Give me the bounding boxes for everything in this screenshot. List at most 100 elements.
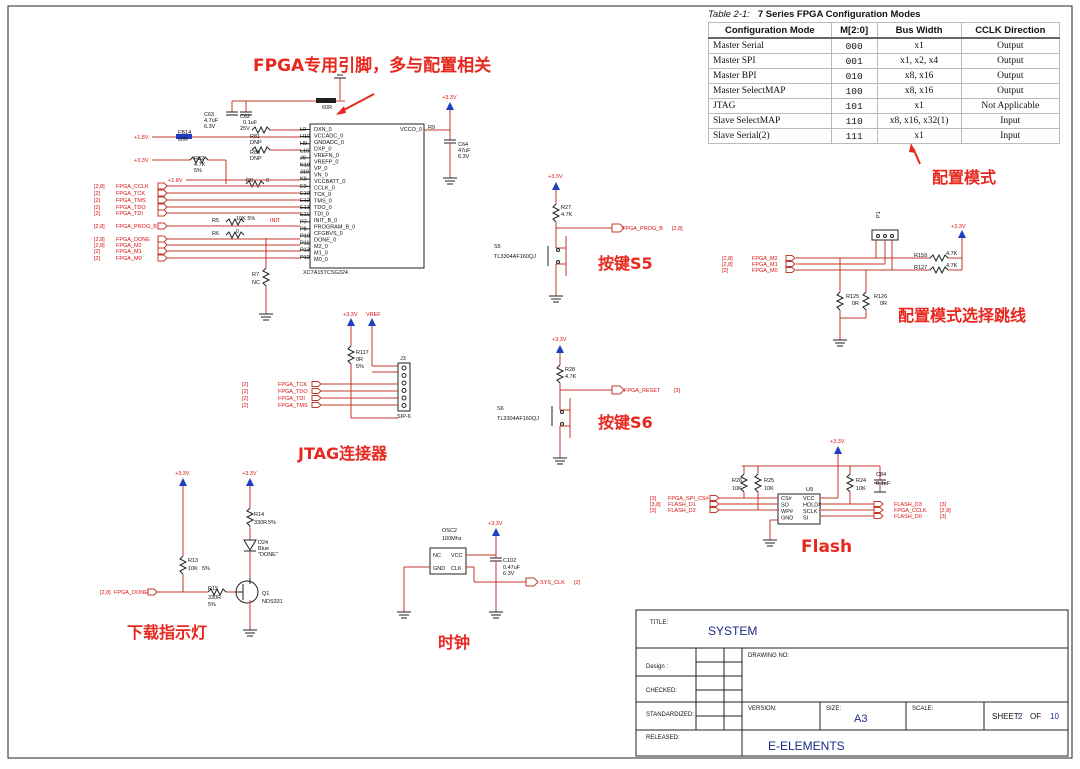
power-arrow-icon <box>834 446 842 454</box>
net-port-icon <box>785 267 796 273</box>
s6-reset-ref: [3] <box>674 388 681 394</box>
caption-prefix: Table 2-1: <box>708 9 750 20</box>
config-table-cell: Slave Serial(2) <box>708 128 832 144</box>
rail-1v8-label-b: +1.8V <box>168 178 183 184</box>
osc-pin-vcc: VCC <box>451 553 463 559</box>
r6-value: 0 <box>236 229 239 235</box>
r125-label: R125 <box>846 294 859 300</box>
power-arrow-icon <box>368 318 376 326</box>
jtag-net-ref: [2] <box>242 382 249 388</box>
net-port-icon <box>157 203 168 211</box>
r159-value: 4.7K <box>946 251 958 257</box>
c64-value: 47uF <box>458 148 471 154</box>
fpga-net-ref: [2] <box>94 191 101 197</box>
fpga-pin-number: L9 <box>300 127 306 133</box>
r13-value: 10K <box>188 566 198 572</box>
fpga-pin-name: M0_0 <box>314 257 328 263</box>
flash-chip-u9 <box>777 493 821 525</box>
rail-3v3-label-s6: +3.3V <box>552 337 567 343</box>
config-table-cell: x1 <box>876 37 962 54</box>
jumper-net-ref: [2] <box>722 268 729 274</box>
c64-rating: 6.3V <box>458 154 470 160</box>
sys-clk-net: SYS_CLK <box>540 580 565 586</box>
r117-tolerance: 5% <box>356 364 364 370</box>
r117-label: R117 <box>356 350 369 356</box>
net-port-icon <box>157 241 168 249</box>
title-value: SYSTEM <box>708 624 757 638</box>
flash-net-ref: [3] <box>650 508 657 514</box>
s6-reset-net: FPGA_RESET <box>624 388 661 394</box>
fpga-net-ref: [2,8] <box>94 184 105 190</box>
config-table-cell: Output <box>960 68 1061 84</box>
config-table-cell: 111 <box>830 128 878 144</box>
fpga-pin-number: P11 <box>300 241 309 247</box>
s5-prog-net: FPGA_PROG_B <box>622 226 663 232</box>
fpga-net-name: FPGA_TMS <box>116 198 146 204</box>
fpga-pin-number: H9 <box>300 141 307 147</box>
led-done-net: FPGA_DONE <box>114 590 148 596</box>
fpga-pin-number: P8 <box>300 226 307 232</box>
fpga-vcco-label: VCCO_0 <box>400 127 422 133</box>
fpga-net-name: FPGA_TDI <box>116 211 143 217</box>
c64-label: C64 <box>458 142 468 148</box>
released-label: RELEASED: <box>646 735 680 741</box>
vref-label: VREF <box>366 312 381 318</box>
osc-pin-gnd: GND <box>433 566 445 572</box>
flash-net-ref: [3,8] <box>650 502 661 508</box>
flash-circuit: +3.3V R26 10K R25 10K R24 10K C84 0.1uF … <box>650 439 951 547</box>
sheet-border <box>7 5 1073 759</box>
flash-net-ref: [3] <box>940 502 947 508</box>
osc2-frequency: 100Mhz <box>442 536 462 542</box>
fpga-net-name: FPGA_M1 <box>116 249 142 255</box>
fpga-pin-name: M2_0 <box>314 244 328 250</box>
done-led-circuit: +3.3V R13 10K 5% [2,8] FPGA_DONE R15 330… <box>100 471 283 637</box>
caption-title: 7 Series FPGA Configuration Modes <box>757 9 921 20</box>
fpga-pin-name: DONE_0 <box>314 238 336 244</box>
annotation-clock: 时钟 <box>438 633 470 652</box>
jtag-net-name: FPGA_TDO <box>278 389 308 395</box>
net-port-icon <box>611 223 625 233</box>
config-table-cell: Master Serial <box>708 37 832 54</box>
net-port-icon <box>157 254 168 262</box>
jtag-net-ref: [2] <box>242 403 249 409</box>
osc2-label: OSC2 <box>442 528 457 534</box>
fpga-pin-name: VREFP_0 <box>314 160 338 166</box>
sheet-label: SHEET: <box>992 712 1020 721</box>
r27-label: R27 <box>561 205 571 211</box>
r25-label: R25 <box>764 478 774 484</box>
net-port-icon <box>873 501 884 507</box>
arrowhead-fpga-icon <box>336 106 346 115</box>
jumper-net-name: FPGA_M2 <box>752 256 778 262</box>
config-table-cell: Master BPI <box>708 68 832 84</box>
jtag-net-name: FPGA_TDI <box>278 396 305 402</box>
jtag-net-ref: [2] <box>242 389 249 395</box>
fpga-pin-name: VP_0 <box>314 166 327 172</box>
power-arrow-icon <box>347 318 355 326</box>
net-port-icon <box>157 222 168 230</box>
r26-label: R26 <box>732 478 742 484</box>
r5-value: 10K 5% <box>236 216 255 222</box>
fpga-pin-number: P10 <box>300 234 310 240</box>
s5-label: S5 <box>494 244 501 250</box>
annotation-arrow-fpga <box>339 93 375 113</box>
fpga-pin-name: PROGRAM_B_0 <box>314 225 355 231</box>
rail-1v8-label-a: +1.8V <box>134 135 149 141</box>
d24-name: "DONE" <box>258 552 278 558</box>
config-table-header-cell: M[2:0] <box>830 22 878 39</box>
u9-pin-left: CS# <box>781 496 793 502</box>
r126-label: R126 <box>874 294 887 300</box>
net-port-icon <box>311 381 322 387</box>
c84-value: 0.1uF <box>876 481 891 487</box>
sys-clk-ref: [2] <box>574 580 581 586</box>
config-table-cell: Input <box>960 128 1061 144</box>
fb15-label: FB15 <box>322 99 335 105</box>
config-table-caption: Table 2-1: 7 Series FPGA Configuration M… <box>708 9 1068 20</box>
c102-rating: 6.3V <box>503 571 515 577</box>
drawing-no-label: DRAWING NO: <box>748 653 789 659</box>
r15-tolerance: 5% <box>208 602 216 608</box>
version-label: VERSION: <box>748 706 777 712</box>
flash-net-name: FPGA_SPI_CS# <box>668 496 710 502</box>
